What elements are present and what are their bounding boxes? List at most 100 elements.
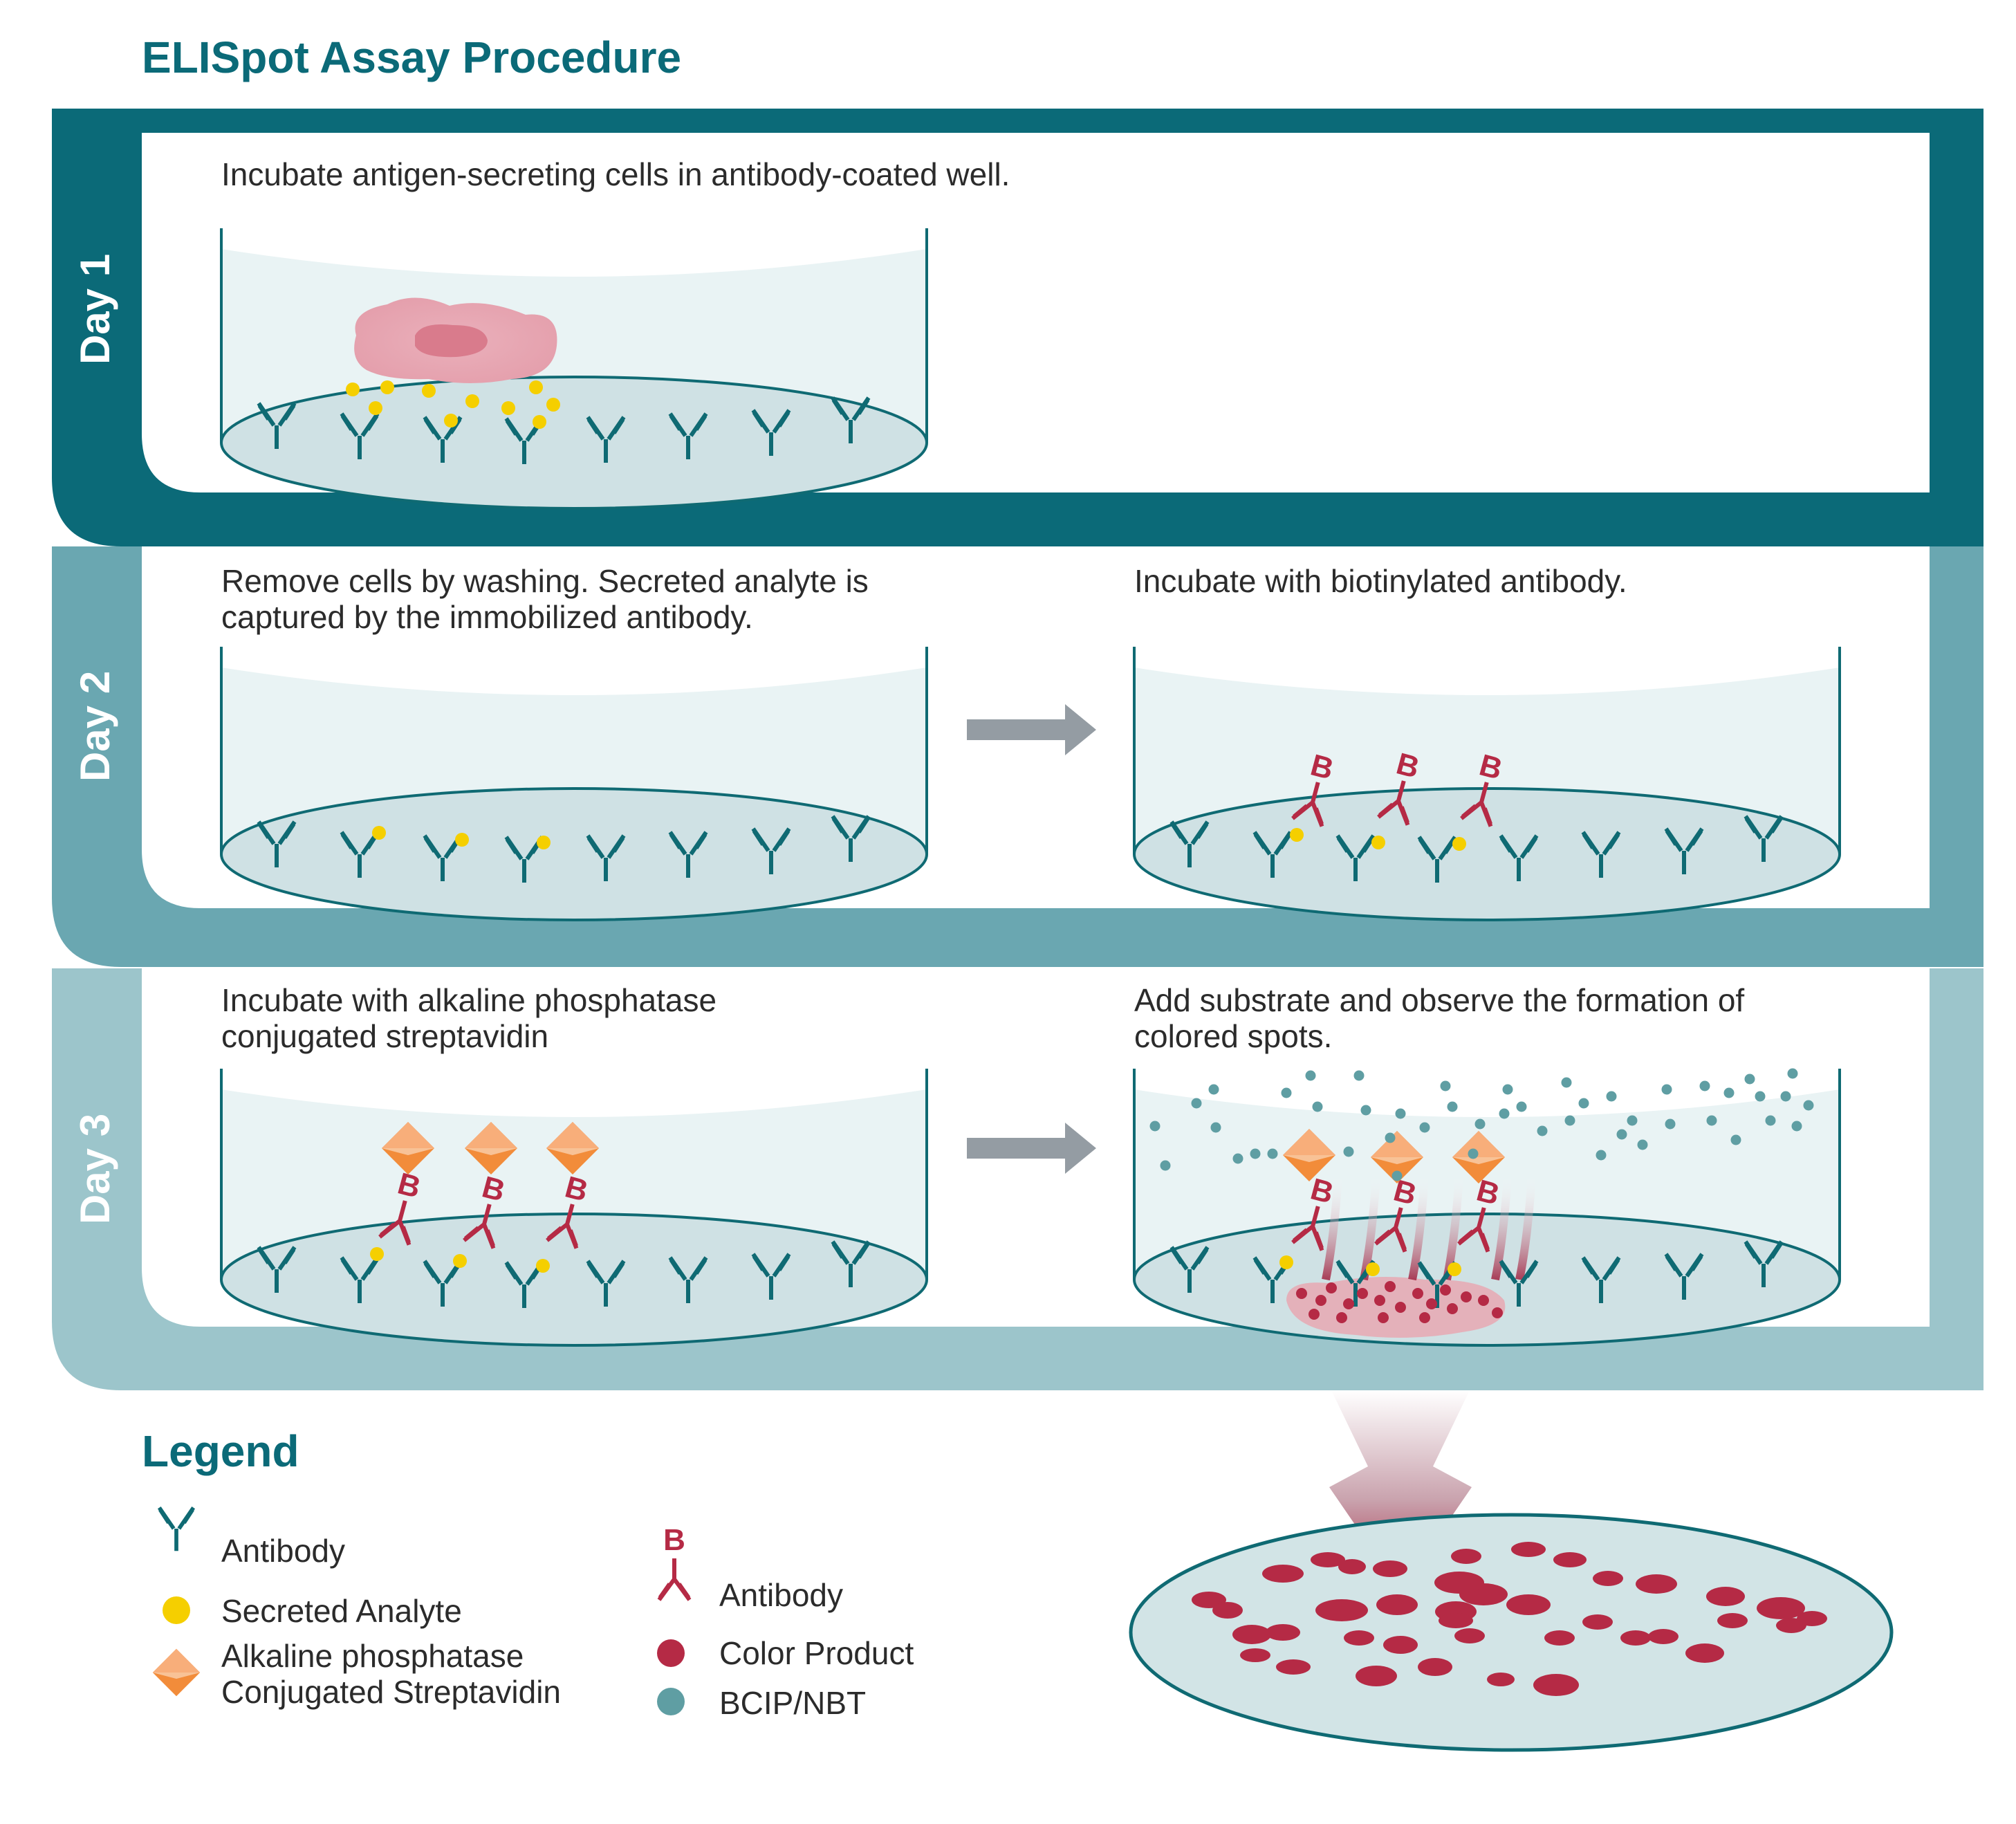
secreted-analyte [369,401,382,415]
legend-secreted-analyte-label: Secreted Analyte [221,1593,462,1629]
bcip-nbt [1305,1070,1316,1081]
arrow-day3 [967,1123,1096,1174]
bcip-nbt [1723,1087,1735,1098]
secreted-analyte [1290,828,1304,842]
secreted-analyte [1448,1262,1461,1276]
secreted-analyte [533,415,546,429]
day1-step1-text: Incubate antigen-secreting cells in anti… [221,156,1010,192]
bcip-nbt [1502,1084,1513,1095]
bcip-nbt [1149,1121,1160,1132]
color-product [1426,1298,1437,1309]
day2-step2-text: Incubate with biotinylated antibody. [1134,563,1627,599]
bcip-nbt [1730,1134,1741,1145]
page-title: ELISpot Assay Procedure [142,33,681,82]
bcip-nbt [1699,1080,1710,1091]
color-spot [1706,1587,1745,1606]
well [220,647,928,921]
color-product [1378,1312,1389,1323]
biotinylated-antibody-icon: B [659,1523,690,1600]
bcip-nbt [1637,1139,1648,1150]
substrate-flow [1515,1175,1536,1281]
secreted-analyte [1366,1262,1380,1276]
bcip-nbt [1755,1091,1766,1102]
well-bottom [220,787,928,921]
secreted-analyte [380,380,394,394]
color-spot [1276,1659,1311,1675]
color-spot [1373,1560,1407,1577]
secreted-analyte [455,833,469,847]
bcip-nbt [1578,1098,1589,1109]
ap-streptavidin-icon [152,1648,201,1697]
color-product [1374,1295,1385,1306]
color-spot [1636,1574,1677,1594]
antibody-icon [159,1508,193,1551]
color-product [1461,1291,1472,1302]
bcip-nbt [1267,1148,1278,1159]
color-spot [1240,1648,1270,1662]
legend-antibody-label: Antibody [221,1533,345,1569]
color-spot [1434,1572,1484,1594]
color-spot [1648,1629,1679,1644]
color-spot [1262,1565,1304,1583]
bcip-nbt [1787,1068,1798,1079]
bcip-nbt [1210,1122,1221,1133]
result-arrow [1329,1390,1472,1591]
bcip-nbt [1765,1115,1776,1126]
well-bottom [220,1213,928,1347]
cell-nucleus [415,324,488,358]
arrow-day2 [967,704,1096,755]
bcip-nbt [1353,1070,1365,1081]
bcip-nbt [1440,1080,1451,1091]
bcip-nbt [1160,1160,1171,1171]
bcip-nbt [1665,1118,1676,1130]
result-plate-dish [1129,1513,1894,1752]
bcip-nbt [1419,1122,1430,1133]
secreted-analyte [1452,837,1466,851]
bcip-nbt [1312,1101,1323,1112]
bcip-nbt [1661,1084,1672,1095]
color-product [1315,1295,1326,1306]
color-spot [1553,1552,1587,1567]
color-spot [1266,1624,1300,1641]
bcip-nbt-icon [657,1688,685,1715]
color-spot [1311,1552,1345,1567]
bcip-nbt [1499,1108,1510,1119]
well [220,228,928,510]
color-product [1412,1288,1423,1299]
color-product [1447,1303,1458,1314]
bcip-nbt [1803,1100,1814,1111]
legend-bcip-nbt-label: BCIP/NBT [719,1685,866,1721]
color-spot [1232,1625,1271,1644]
bcip-nbt [1208,1084,1219,1095]
color-product [1492,1307,1503,1318]
color-spot [1454,1628,1485,1643]
well-bottom [220,376,928,510]
color-spot [1717,1613,1748,1628]
substrate-flow [1322,1175,1342,1281]
secreted-analyte-icon [163,1596,190,1624]
color-product [1326,1282,1337,1293]
bcip-nbt [1395,1108,1406,1119]
color-spot [1593,1571,1623,1586]
bcip-nbt [1744,1074,1755,1085]
color-spot [1212,1602,1243,1619]
color-spot [1511,1542,1546,1557]
bcip-nbt [1791,1121,1802,1132]
color-spot [1487,1673,1515,1686]
bcip-nbt [1447,1101,1458,1112]
color-product [1395,1302,1406,1313]
secreted-analyte [453,1254,467,1268]
color-product [1440,1284,1451,1296]
legend-streptavidin-label-line1: Alkaline phosphatase [221,1638,524,1674]
bcip-nbt [1343,1146,1354,1157]
color-product [1308,1309,1320,1320]
bcip-nbt [1596,1150,1607,1161]
biotin-label: B [663,1523,685,1557]
bcip-nbt [1780,1091,1791,1102]
bcip-nbt [1232,1153,1243,1164]
secreted-analyte [444,414,458,427]
bcip-nbt [1561,1077,1572,1088]
